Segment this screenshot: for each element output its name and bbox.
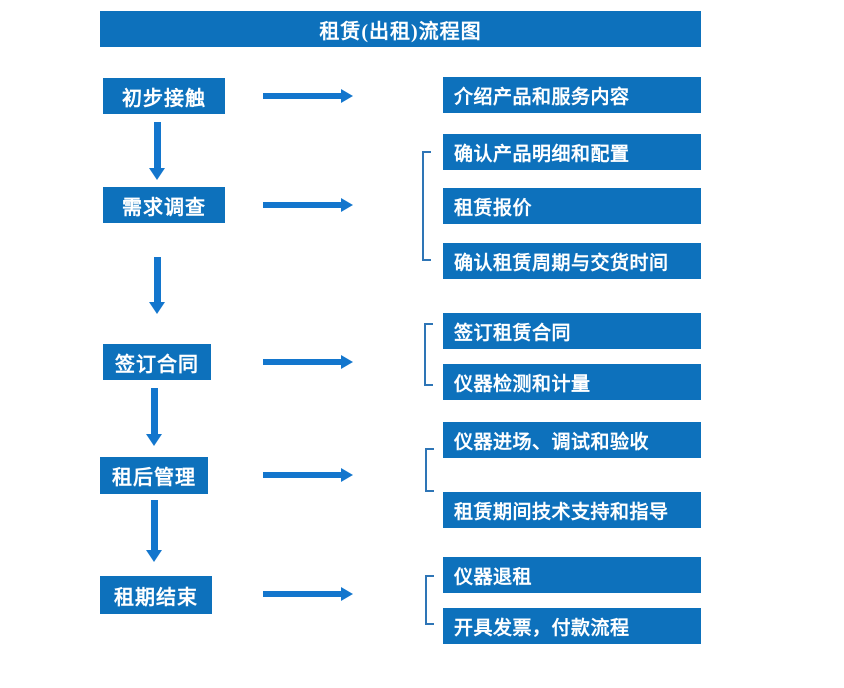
- stage-box-sign-contract: 签订合同: [103, 344, 211, 380]
- bracket-group-rental-end: [425, 575, 434, 625]
- step-box-sign-rental-contract: 签订租赁合同: [443, 313, 701, 349]
- step-box-rental-tech-support-guidance: 租赁期间技术支持和指导: [443, 492, 701, 528]
- step-box-instrument-return: 仪器退租: [443, 557, 701, 593]
- step-box-invoice-payment-process: 开具发票，付款流程: [443, 608, 701, 644]
- right-arrow-5: [263, 587, 353, 601]
- stage-box-initial-contact: 初步接触: [103, 78, 225, 114]
- bracket-group-post-rental: [425, 448, 434, 492]
- down-arrow-3: [146, 388, 162, 446]
- step-box-instrument-testing-metering: 仪器检测和计量: [443, 364, 701, 400]
- stage-box-demand-survey: 需求调查: [103, 187, 225, 223]
- down-arrow-4: [146, 500, 162, 562]
- down-arrow-2: [149, 257, 165, 314]
- stage-box-post-rental-management: 租后管理: [100, 457, 208, 494]
- flowchart-title: 租赁(出租)流程图: [100, 11, 701, 47]
- step-box-instrument-arrival-debug-acceptance: 仪器进场、调试和验收: [443, 422, 701, 458]
- right-arrow-4: [263, 468, 353, 482]
- step-box-introduce-products-services: 介绍产品和服务内容: [443, 77, 701, 113]
- bracket-group-demand-survey: [422, 151, 431, 261]
- right-arrow-2: [263, 198, 353, 212]
- down-arrow-1: [149, 122, 165, 180]
- right-arrow-3: [263, 355, 353, 369]
- step-box-rental-quotation: 租赁报价: [443, 188, 701, 224]
- stage-box-rental-end: 租期结束: [100, 576, 212, 614]
- right-arrow-1: [263, 89, 353, 103]
- step-box-confirm-rental-period-delivery: 确认租赁周期与交货时间: [443, 243, 701, 279]
- step-box-confirm-product-details: 确认产品明细和配置: [443, 134, 701, 170]
- bracket-group-sign-contract: [424, 323, 433, 386]
